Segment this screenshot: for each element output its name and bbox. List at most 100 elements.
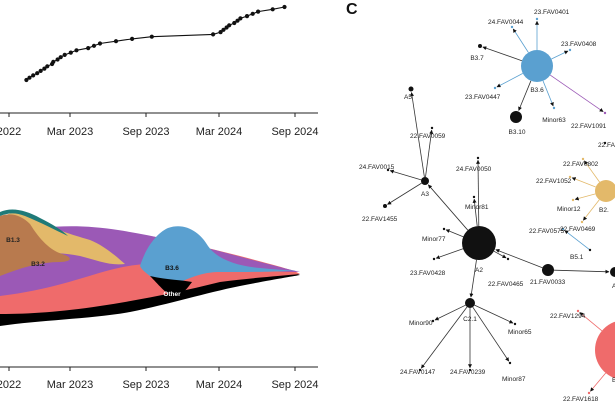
data-point	[45, 64, 50, 69]
data-point	[27, 75, 32, 80]
node-label: 23.FAV0401	[534, 9, 570, 16]
node-label: C2.1	[463, 316, 477, 323]
network-node	[510, 25, 514, 29]
stream-label: Other	[163, 291, 181, 298]
data-point	[113, 39, 119, 44]
node-label: B5.1	[570, 254, 584, 261]
node-label: 22.FAV0802	[563, 161, 599, 168]
node-label: Minor90	[409, 320, 433, 327]
data-point	[24, 77, 29, 83]
network-node	[568, 48, 572, 52]
data-point	[227, 23, 232, 28]
network-node	[610, 267, 615, 277]
network-edge	[574, 193, 596, 201]
node-label: 24.FAV0044	[488, 19, 524, 26]
node-label: 22.FAV1618	[563, 396, 599, 403]
data-point	[221, 27, 226, 32]
network-node	[472, 195, 476, 199]
network-edge	[564, 230, 590, 250]
network-node	[476, 156, 480, 160]
data-point	[256, 9, 261, 14]
node-label: Minor77	[422, 236, 446, 243]
node-label: 24.FAV0239	[450, 369, 486, 376]
network-edge	[387, 182, 422, 205]
x-tick-label: Mar 2023	[47, 126, 93, 138]
x-tick-label: 2022	[0, 379, 21, 391]
network-edge	[482, 46, 523, 62]
network-edge	[542, 80, 554, 107]
network-node	[418, 368, 422, 372]
network-node	[386, 168, 390, 172]
data-point	[58, 55, 63, 60]
network-edge	[512, 28, 529, 53]
node-label: B3.10	[509, 129, 526, 136]
network-edge	[445, 229, 464, 238]
node-label: B3.6	[530, 87, 544, 94]
network-node	[383, 204, 387, 208]
network-node	[580, 220, 584, 224]
data-point	[42, 66, 47, 71]
data-point	[35, 71, 40, 76]
x-tick-label: Mar 2024	[196, 379, 242, 391]
node-label: B3.7	[470, 55, 484, 62]
network-edge	[425, 129, 434, 178]
network-node	[561, 227, 565, 231]
network-edge	[389, 169, 422, 181]
network-node	[571, 198, 575, 202]
network-node	[603, 141, 607, 145]
network-node	[576, 309, 580, 313]
node-label: 23.FAV0408	[561, 41, 597, 48]
network-node	[595, 321, 615, 379]
data-point	[235, 18, 240, 23]
data-point	[62, 52, 67, 58]
data-point	[282, 4, 287, 10]
data-point	[270, 7, 275, 12]
network-edge	[590, 372, 607, 392]
node-label: 22.FAV0469	[560, 226, 596, 233]
node-label: A3	[421, 191, 429, 198]
node-label: Minor65	[508, 329, 532, 336]
network-edge	[583, 160, 600, 183]
data-point	[38, 68, 43, 73]
stream-teal	[0, 209, 68, 236]
data-point	[149, 34, 154, 39]
data-point	[68, 50, 73, 55]
network-edge	[472, 306, 510, 362]
data-point	[238, 16, 243, 21]
network-diagram: B3.6 B3.7B3.10 24.FAV0044 23.FAV0401 23.FAV0…	[359, 9, 615, 403]
network-node	[508, 361, 512, 365]
data-point	[55, 57, 60, 62]
network-node	[506, 257, 510, 261]
data-point	[232, 20, 237, 26]
data-point	[86, 46, 91, 51]
data-point	[130, 36, 135, 42]
stream-b1-3	[0, 214, 70, 276]
network-node	[432, 257, 436, 261]
node-label: 23.FAV0447	[465, 94, 501, 101]
network-node	[462, 226, 496, 260]
network-edge	[582, 199, 600, 221]
network-edge	[474, 304, 514, 324]
node-label: Minor12	[557, 206, 581, 213]
node-label: 22.FAV0575	[529, 228, 565, 235]
panel-label: C	[346, 1, 358, 18]
network-edge	[518, 80, 532, 111]
node-label: 22.FAV1091	[571, 123, 607, 130]
data-point	[97, 41, 103, 46]
network-node	[552, 106, 556, 110]
x-tick-label: Sep 2024	[271, 379, 318, 391]
data-point	[218, 29, 223, 35]
network-node	[468, 368, 472, 372]
network-edge	[410, 92, 425, 178]
node-label: 22.FAV1294	[550, 313, 586, 320]
network-node	[430, 126, 434, 130]
node-label: B2.	[599, 207, 609, 214]
node-label: A5	[404, 94, 412, 101]
network-node	[421, 177, 429, 185]
node-label: 21.FAV0033	[530, 279, 566, 286]
node-label: 22.FAV0465	[488, 281, 524, 288]
node-label: 22.FA	[598, 142, 615, 149]
data-point	[74, 48, 79, 53]
